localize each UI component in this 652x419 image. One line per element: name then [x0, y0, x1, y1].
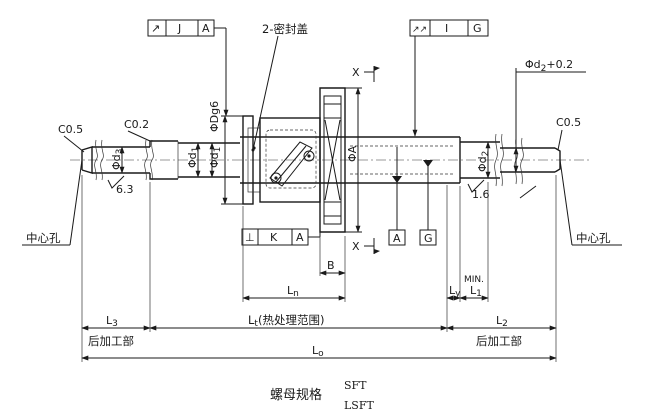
dim-phi-a: ΦA [345, 87, 362, 233]
svg-text:中心孔: 中心孔 [26, 231, 61, 245]
dim-phi-d2-tol: Φd2+0.2 [513, 58, 586, 173]
dim-Lo: Lo [81, 344, 557, 361]
dim-phi-d3: Φd3 [110, 146, 125, 174]
svg-text:Φd2: Φd2 [476, 151, 491, 172]
svg-text:B: B [327, 259, 335, 272]
svg-text:6.3: 6.3 [116, 183, 134, 196]
svg-text:A: A [296, 231, 304, 244]
surface-roughness-16: 1.6 [467, 179, 490, 201]
section-mark-bottom: X [352, 238, 380, 254]
ball-nut [242, 87, 346, 233]
svg-text:MIN.: MIN. [464, 275, 484, 285]
svg-text:↗↗: ↗↗ [412, 25, 427, 35]
svg-text:Lo: Lo [312, 344, 324, 359]
svg-text:K: K [270, 231, 278, 244]
svg-text:X: X [352, 66, 360, 79]
dim-Ln: Ln [242, 284, 346, 301]
chamfer-right: C0.5 [556, 116, 581, 151]
seal-callout: 2-密封盖 [251, 22, 308, 152]
dim-phi-d1-mid: Φd1 [208, 142, 223, 178]
svg-text:LSFT: LSFT [344, 399, 374, 412]
surface-roughness-63: 6.3 [107, 175, 134, 196]
screw-shaft [81, 133, 561, 187]
svg-text:Φd2+0.2: Φd2+0.2 [525, 58, 573, 74]
dim-Ly: Ly [446, 284, 461, 301]
section-mark-top: X [352, 66, 380, 82]
svg-text:L1: L1 [470, 284, 482, 299]
dim-B: B [319, 259, 346, 276]
gdt-frame-runout-ig: ↗↗ I G [409, 19, 489, 137]
svg-text:ΦDg6: ΦDg6 [208, 101, 221, 132]
svg-text:A: A [393, 232, 401, 245]
svg-text:I: I [445, 22, 448, 35]
center-hole-right: 中心孔 [559, 159, 622, 246]
extension-lines [81, 175, 557, 362]
right-leader [519, 185, 537, 199]
svg-text:SFT: SFT [344, 379, 367, 392]
svg-text:C0.5: C0.5 [58, 123, 83, 136]
chamfer-mid: C0.2 [124, 118, 151, 142]
svg-text:ΦA: ΦA [346, 145, 359, 162]
nut-spec: 螺母规格 SFT LSFT [270, 379, 374, 412]
svg-text:L3: L3 [106, 314, 118, 329]
svg-text:↗: ↗ [151, 22, 160, 35]
svg-text:后加工部: 后加工部 [88, 334, 134, 348]
svg-text:Φd1: Φd1 [208, 147, 223, 168]
gdt-frame-perp-k: ⊥ K A [241, 228, 321, 246]
center-hole-left: 中心孔 [22, 159, 83, 246]
dim-phi-dg6: ΦDg6 [208, 101, 243, 205]
svg-text:L2: L2 [496, 314, 508, 329]
svg-text:G: G [473, 22, 482, 35]
svg-text:中心孔: 中心孔 [576, 231, 611, 245]
svg-text:C0.2: C0.2 [124, 118, 149, 131]
svg-text:Φd3: Φd3 [110, 149, 125, 170]
svg-text:Ly: Ly [449, 284, 461, 299]
svg-text:Φd1: Φd1 [186, 147, 201, 168]
datum-g: G [419, 160, 437, 246]
svg-text:Lt(热处理范围): Lt(热处理范围) [248, 313, 324, 329]
svg-text:螺母规格: 螺母规格 [270, 387, 322, 403]
svg-text:2-密封盖: 2-密封盖 [262, 22, 308, 36]
svg-text:X: X [352, 240, 360, 253]
dim-L3: L3 后加工部 [81, 314, 151, 348]
chamfer-left: C0.5 [58, 123, 85, 153]
dim-phi-d2-right: Φd2 [476, 141, 491, 179]
gdt-frame-runout-j: ↗ J A [147, 19, 229, 117]
dim-phi-d1-bearing: Φd1 [186, 142, 201, 178]
svg-text:⊥: ⊥ [245, 231, 255, 244]
svg-text:后加工部: 后加工部 [476, 334, 522, 348]
svg-text:A: A [202, 22, 210, 35]
datum-a: A [388, 147, 406, 246]
svg-text:J: J [177, 22, 181, 35]
svg-text:Ln: Ln [287, 284, 299, 299]
dim-L1: MIN. L1 [459, 275, 489, 301]
dim-L2: L2 后加工部 [446, 314, 557, 348]
dim-Lt: Lt(热处理范围) [149, 313, 448, 331]
svg-text:C0.5: C0.5 [556, 116, 581, 129]
svg-text:G: G [424, 232, 433, 245]
svg-text:1.6: 1.6 [472, 188, 490, 201]
